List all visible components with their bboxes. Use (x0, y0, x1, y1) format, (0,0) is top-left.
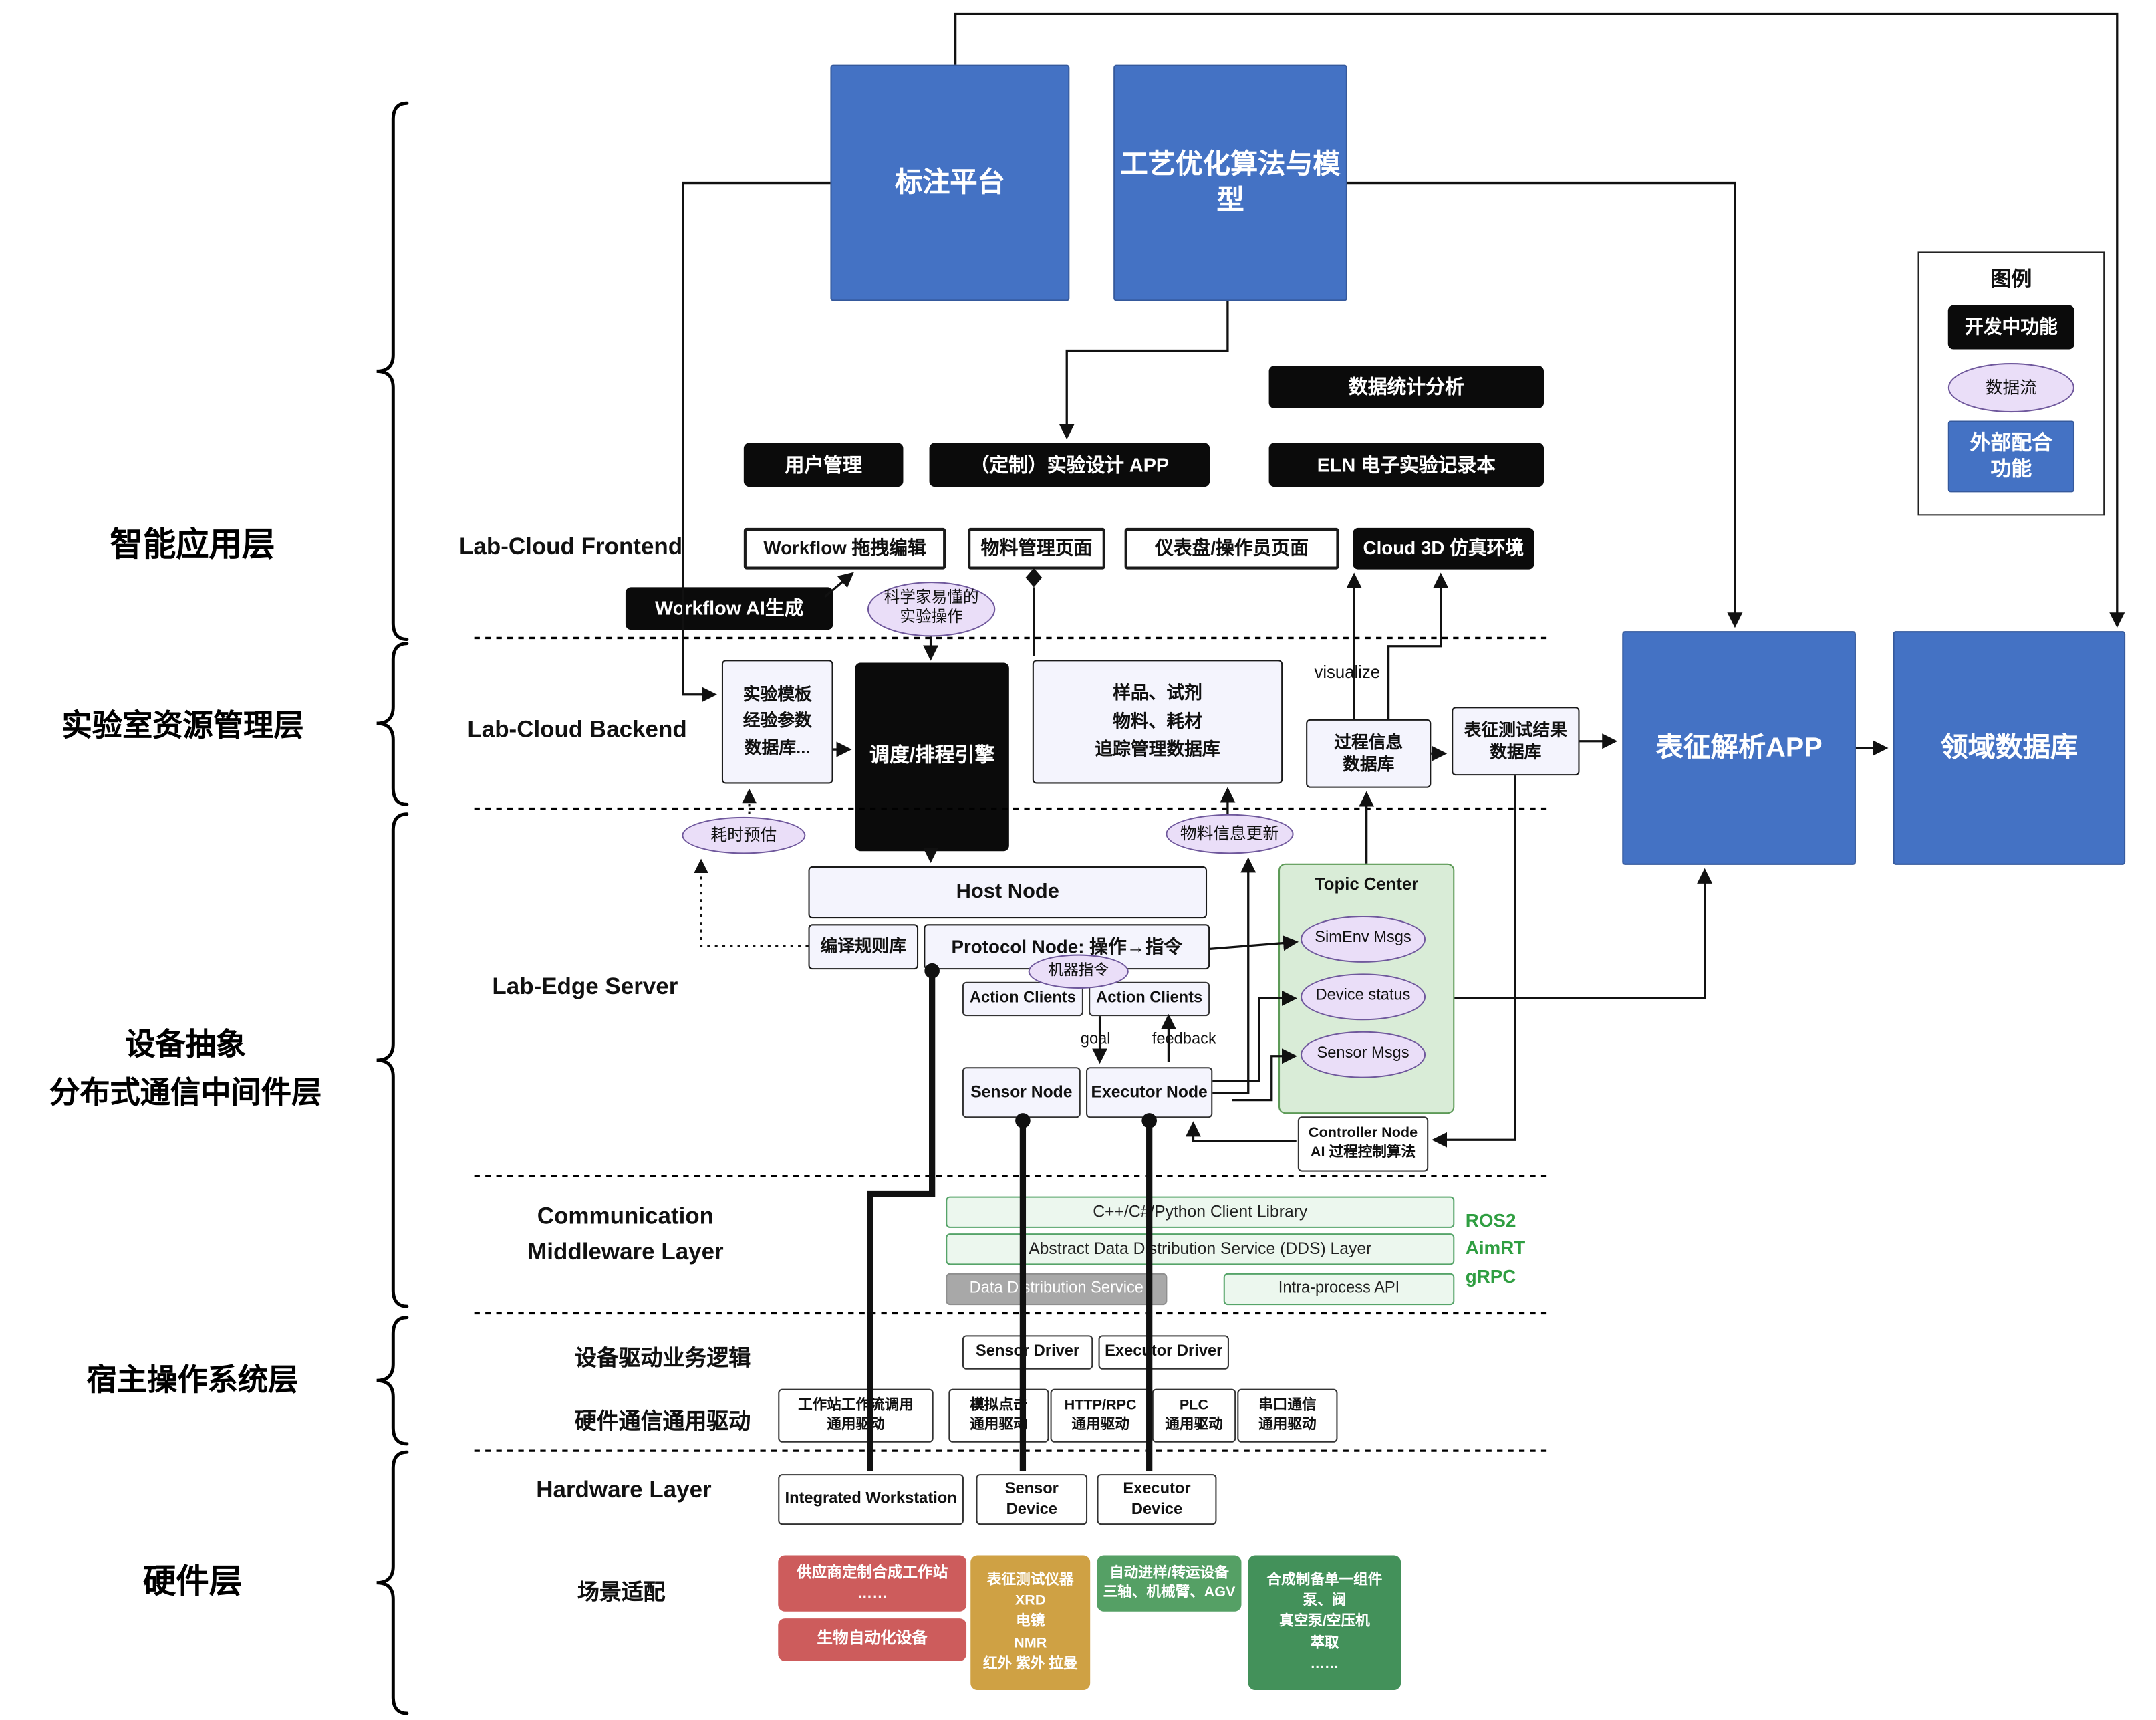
layer-braces (376, 101, 409, 1715)
intra-process-api-bar: Intra-process API (1223, 1273, 1455, 1306)
executor-driver-node: Executor Driver (1098, 1335, 1229, 1370)
driver-plc-node: PLC 通用驱动 (1152, 1388, 1236, 1443)
data-statistics-node: 数据统计分析 (1268, 366, 1544, 408)
sensor-node: Sensor Node (962, 1067, 1081, 1118)
process-optimization-node: 工艺优化算法与模型 (1113, 64, 1347, 301)
dashboard-page-node: 仪表盘/操作员页面 (1124, 527, 1339, 570)
dds-service-bar: Data Distribution Service (946, 1273, 1168, 1306)
comm-middleware-section-label: Communication Middleware Layer (527, 1203, 724, 1265)
dotted-connectors (694, 788, 809, 947)
material-page-node: 物料管理页面 (968, 527, 1105, 570)
eln-node: ELN 电子实验记录本 (1268, 443, 1544, 487)
annotation-platform-node: 标注平台 (830, 64, 1070, 301)
synthesis-components-node: 合成制备单一组件 泵、阀 真空泵/空压机 萃取 …… (1248, 1555, 1401, 1691)
device-status-flow: Device status (1300, 973, 1426, 1021)
time-estimate-flow: 耗时预估 (682, 816, 806, 854)
compile-rules-node: 编译规则库 (808, 924, 919, 970)
characterization-app-node: 表征解析APP (1622, 631, 1856, 865)
legend-item-external: 外部配合 功能 (1947, 420, 2075, 493)
domain-db-node: 领域数据库 (1893, 631, 2126, 865)
driver-http-rpc-node: HTTP/RPC 通用驱动 (1050, 1388, 1151, 1443)
visualize-label: visualize (1314, 662, 1381, 683)
hardware-section-label: Hardware Layer (536, 1477, 712, 1503)
feedback-label: feedback (1152, 1031, 1216, 1048)
aggregation-diamond (1025, 568, 1043, 588)
edge-server-section-label: Lab-Edge Server (492, 973, 678, 1000)
characterization-instruments-node: 表征测试仪器 XRD 电镜 NMR 红外 紫外 拉曼 (970, 1555, 1091, 1691)
backend-section-label: Lab-Cloud Backend (467, 716, 687, 743)
layer-label-resource: 实验室资源管理层 (61, 708, 304, 743)
scenario-label: 场景适配 (577, 1581, 666, 1605)
characterization-result-db-node: 表征测试结果 数据库 (1452, 707, 1580, 776)
dds-abstract-bar: Abstract Data Distribution Service (DDS)… (946, 1233, 1455, 1265)
client-library-bar: C++/C#/Python Client Library (946, 1196, 1455, 1228)
frontend-section-label: Lab-Cloud Frontend (459, 533, 683, 560)
action-clients-a-node: Action Clients (962, 981, 1083, 1017)
hw-comm-driver-label: 硬件通信通用驱动 (574, 1410, 751, 1435)
workflow-ai-node: Workflow AI生成 (625, 587, 833, 630)
driver-workstation-node: 工作站工作流调用 通用驱动 (778, 1388, 934, 1443)
sensor-driver-node: Sensor Driver (962, 1335, 1093, 1370)
layer-label-middleware: 设备抽象 分布式通信中间件层 (49, 1027, 322, 1110)
executor-device-node: Executor Device (1097, 1474, 1217, 1525)
controller-node: Controller Node AI 过程控制算法 (1297, 1116, 1429, 1172)
custom-experiment-app-node: （定制）实验设计 APP (929, 443, 1210, 487)
legend-title: 图例 (1990, 268, 2032, 292)
sample-tracking-db-node: 样品、试剂 物料、耗材 追踪管理数据库 (1032, 660, 1283, 784)
sensor-msgs-flow: Sensor Msgs (1300, 1031, 1426, 1078)
topic-center-title: Topic Center (1315, 874, 1419, 894)
host-node: Host Node (808, 866, 1208, 919)
sensor-device-node: Sensor Device (976, 1474, 1088, 1525)
layer-label-hardware: 硬件层 (142, 1563, 243, 1601)
legend-item-dataflow: 数据流 (1947, 363, 2075, 413)
integrated-workstation-node: Integrated Workstation (778, 1474, 964, 1525)
legend-item-in-development: 开发中功能 (1947, 305, 2075, 350)
template-db-node: 实验模板 经验参数 数据库... (721, 660, 833, 784)
bio-automation-node: 生物自动化设备 (778, 1618, 967, 1661)
layer-label-app: 智能应用层 (110, 526, 275, 564)
driver-click-sim-node: 模拟点击 通用驱动 (948, 1388, 1049, 1443)
layer-label-hostos: 宿主操作系统层 (86, 1362, 299, 1397)
scientist-ops-flow: 科学家易懂的 实验操作 (867, 582, 996, 637)
transfer-equipment-node: 自动进样/转运设备 三轴、机械臂、AGV (1097, 1555, 1242, 1612)
driver-logic-label: 设备驱动业务逻辑 (574, 1347, 751, 1371)
middleware-stack-label: ROS2 AimRT gRPC (1465, 1210, 1526, 1287)
goal-label: goal (1080, 1031, 1111, 1048)
driver-serial-node: 串口通信 通用驱动 (1237, 1388, 1338, 1443)
machine-command-flow: 机器指令 (1028, 954, 1129, 989)
material-update-flow: 物料信息更新 (1166, 814, 1294, 854)
executor-node: Executor Node (1086, 1067, 1213, 1118)
cloud3d-sim-node: Cloud 3D 仿真环境 (1353, 527, 1534, 570)
action-clients-b-node: Action Clients (1089, 981, 1210, 1017)
user-management-node: 用户管理 (743, 443, 904, 487)
simenv-msgs-flow: SimEnv Msgs (1300, 915, 1426, 963)
scheduler-node: 调度/排程引擎 (855, 662, 1009, 852)
vendor-workstation-node: 供应商定制合成工作站 …… (778, 1555, 967, 1612)
workflow-editor-node: Workflow 拖拽编辑 (743, 527, 946, 570)
process-info-db-node: 过程信息 数据库 (1306, 719, 1432, 788)
